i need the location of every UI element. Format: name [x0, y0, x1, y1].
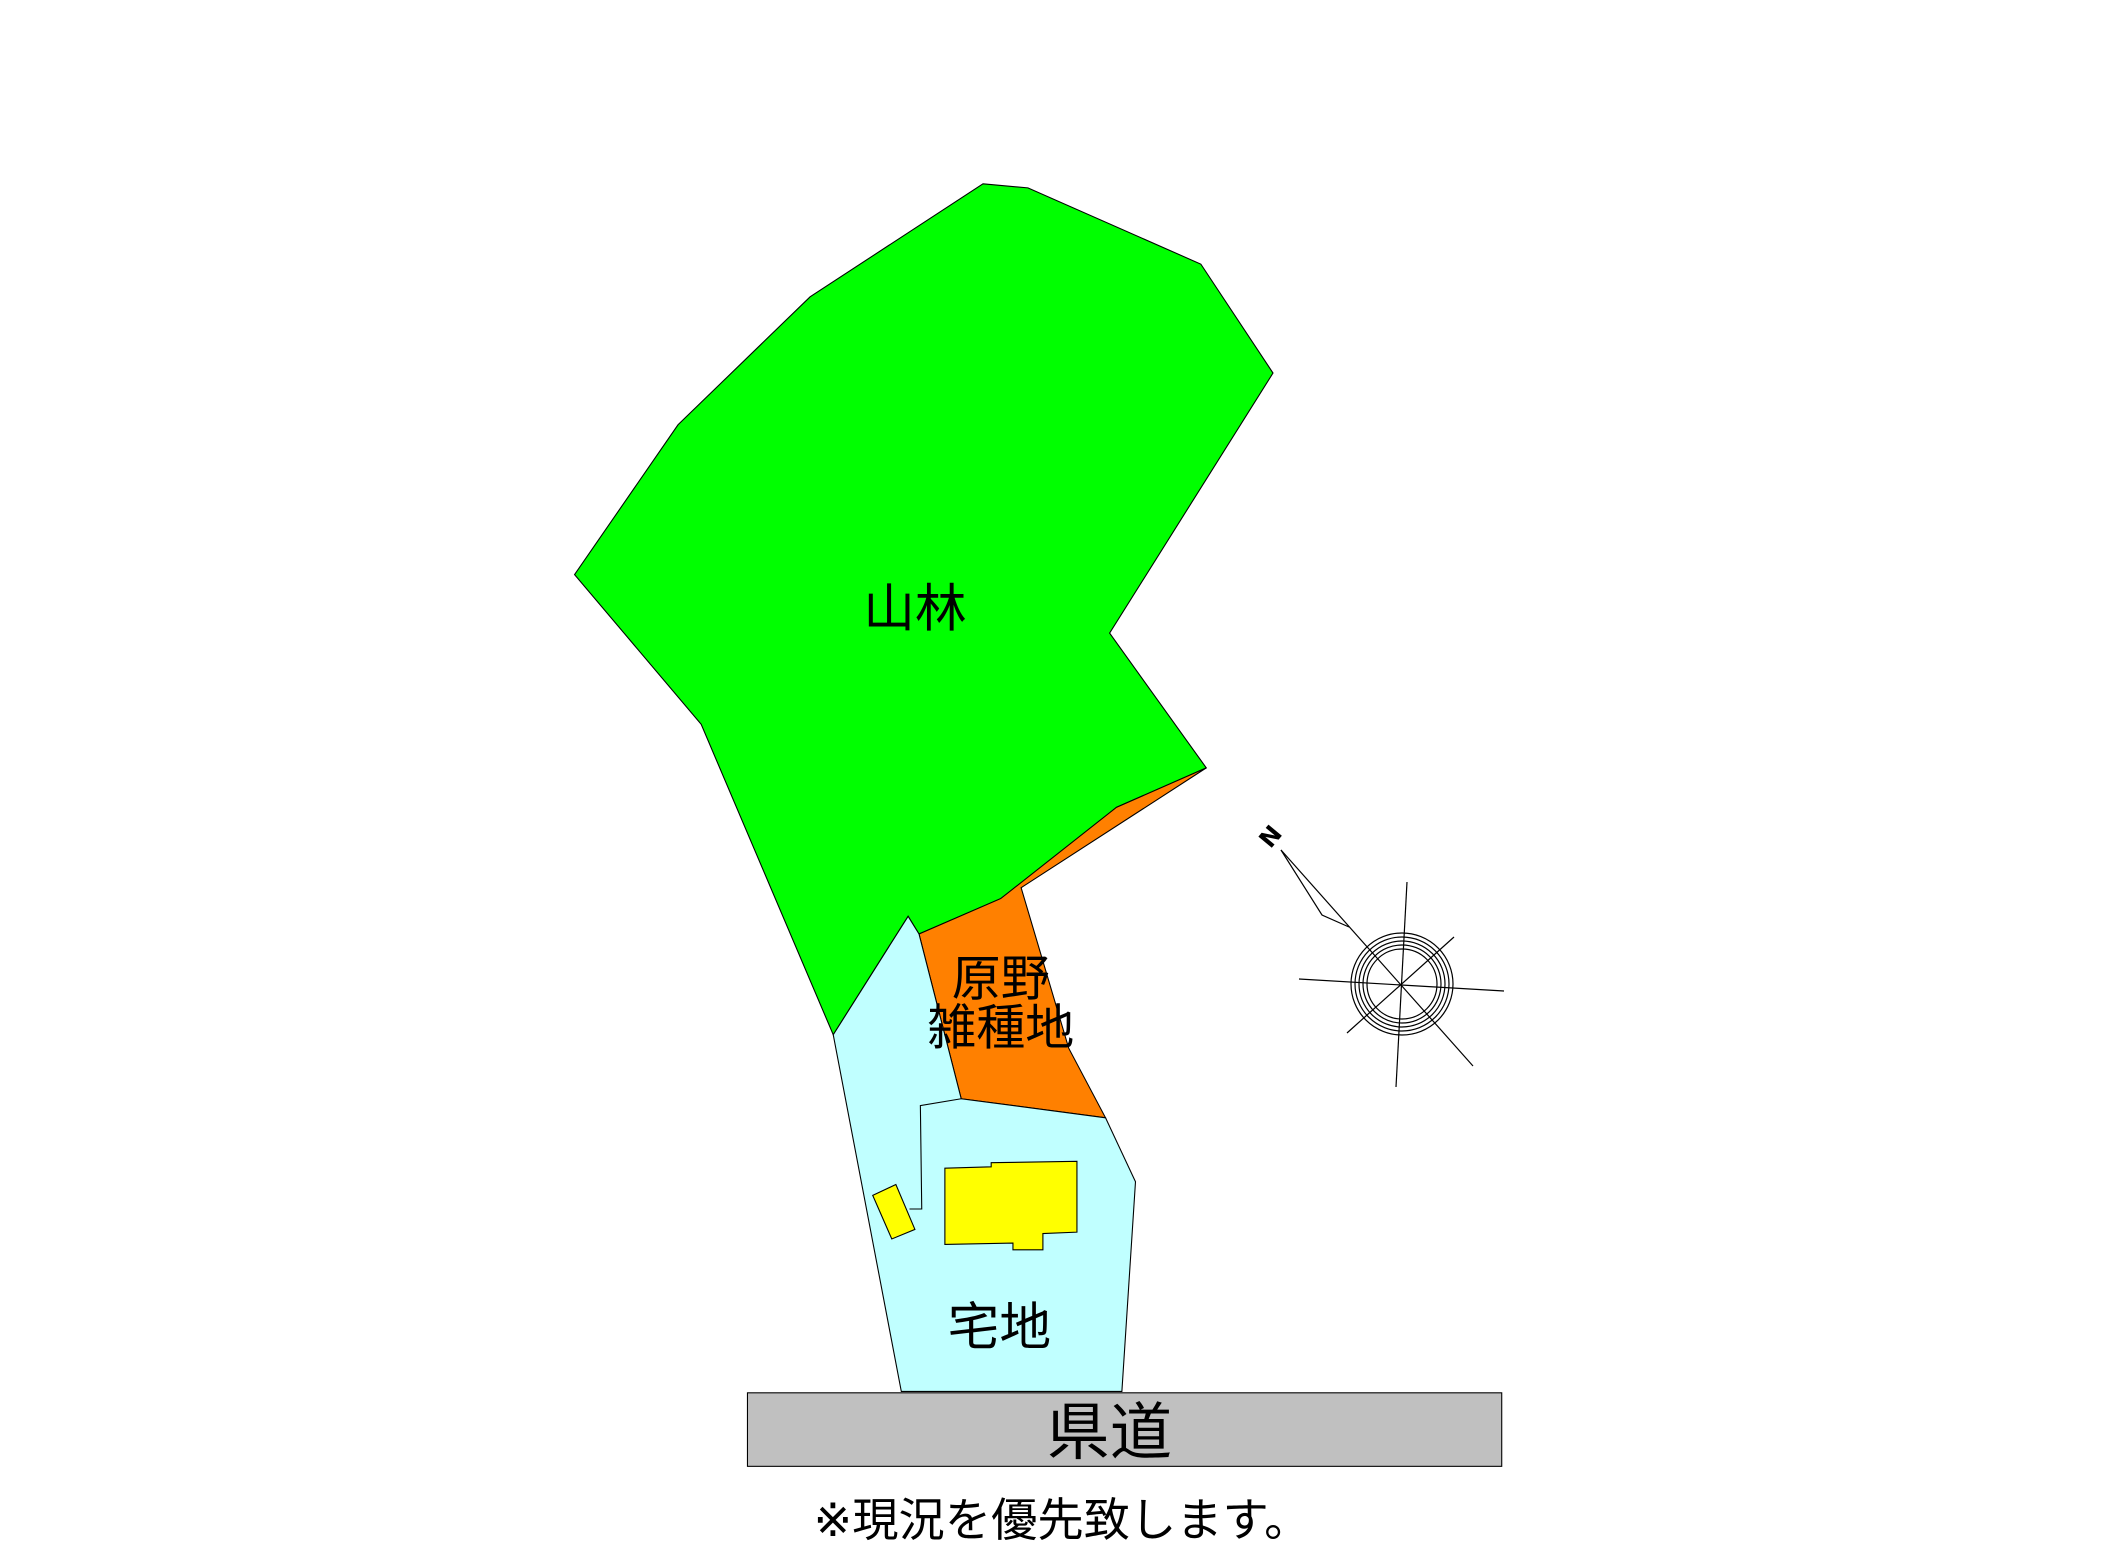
compass-rose-icon: [1280, 849, 1505, 1088]
note-text: ※現況を優先致します。: [813, 1493, 1310, 1542]
residential-inner-boundary: [909, 1098, 962, 1210]
prefectural-road: [746, 1392, 1503, 1467]
road-label: 県道: [1047, 1396, 1172, 1469]
small-building: [872, 1183, 916, 1240]
residential-label: 宅地: [948, 1298, 1051, 1358]
wasteland-label-line2: 雑種地: [927, 999, 1074, 1056]
forest-label: 山林: [863, 579, 966, 639]
main-building: [944, 1160, 1078, 1251]
wasteland-label-line1: 原野: [952, 950, 1050, 1007]
north-label: N: [1254, 820, 1288, 853]
residential-parcel: [832, 915, 1137, 1392]
